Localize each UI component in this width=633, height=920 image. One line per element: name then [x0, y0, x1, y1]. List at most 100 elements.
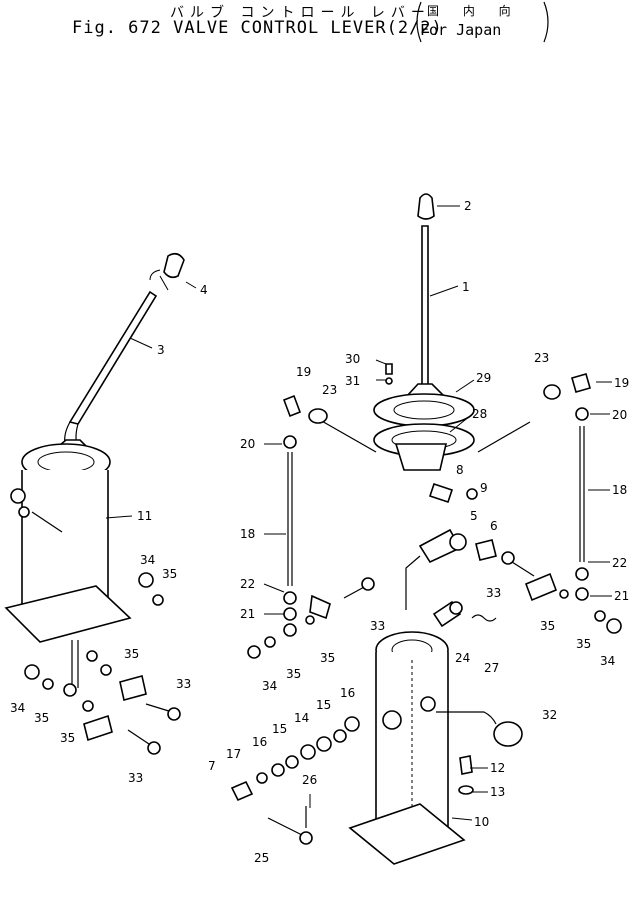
washer-13 [458, 785, 474, 795]
callout-19-left: 19 [296, 365, 311, 379]
callout-25: 25 [254, 851, 269, 865]
fitting-7 [230, 780, 254, 802]
callout-33-c: 33 [176, 677, 191, 691]
callout-6: 6 [490, 519, 498, 533]
callout-23-right: 23 [534, 351, 549, 365]
callout-34-b: 34 [600, 654, 615, 668]
figure-name: VALVE CONTROL LEVER(2/2) [173, 18, 443, 38]
plate-right [524, 572, 558, 602]
callout-35-f: 35 [286, 667, 301, 681]
washer-35-left-a [152, 594, 164, 606]
washer-23-left [308, 408, 328, 424]
center-lever-assembly [230, 193, 531, 865]
callout-11: 11 [137, 509, 152, 523]
callout-35-a: 35 [162, 567, 177, 581]
callout-27: 27 [484, 661, 499, 675]
washer-23-right [543, 384, 561, 400]
left-linkage [247, 394, 375, 659]
callout-15-b: 15 [272, 722, 287, 736]
leader-lines [105, 205, 612, 821]
callout-33-b: 33 [370, 619, 385, 633]
ball-joint-19-left [282, 394, 302, 418]
callout-1: 1 [462, 280, 470, 294]
left-lever-assembly [4, 252, 185, 755]
nut-20-right [575, 407, 589, 421]
callout-15-a: 15 [316, 698, 331, 712]
region-japanese: 国 内 向 [427, 4, 521, 18]
ball-joint-19-right [571, 373, 591, 393]
nut-22-right [575, 567, 589, 581]
callout-3: 3 [157, 343, 165, 357]
callout-34-c: 34 [262, 679, 277, 693]
callout-35-h: 35 [60, 731, 75, 745]
callout-19-right: 19 [614, 376, 629, 390]
callout-24: 24 [455, 651, 470, 665]
callout-labels: 2 1 3 4 11 29 28 30 31 19 23 23 19 20 20… [10, 199, 629, 865]
spring-27 [471, 614, 497, 622]
figure-number: Fig. 672 [72, 18, 162, 38]
knob-left [163, 252, 185, 279]
callout-2: 2 [464, 199, 472, 213]
callout-9: 9 [480, 481, 488, 495]
callout-35-e: 35 [124, 647, 139, 661]
plate-left-b [83, 714, 113, 742]
callout-35-d: 35 [576, 637, 591, 651]
callout-21-left: 21 [240, 607, 255, 621]
callout-7: 7 [208, 759, 216, 773]
callout-31: 31 [345, 374, 360, 388]
rod-18-right [579, 426, 585, 562]
collar-8 [428, 482, 454, 504]
callout-33-a: 33 [486, 586, 501, 600]
knob-center [417, 193, 435, 220]
callout-17: 17 [226, 747, 241, 761]
callout-20-left: 20 [240, 437, 255, 451]
callout-26: 26 [302, 773, 317, 787]
bushing-6 [475, 539, 497, 561]
nut-20-left [283, 435, 297, 449]
rod-18-left [287, 452, 293, 586]
callout-30: 30 [345, 352, 360, 366]
nut-34-right [606, 618, 622, 634]
callout-35-c: 35 [320, 651, 335, 665]
lever-rod-left [68, 290, 158, 425]
callout-23-left: 23 [322, 383, 337, 397]
figure-title: Fig. 672 VALVE CONTROL LEVER(2/2) [72, 18, 443, 38]
plate-center-left [309, 594, 331, 620]
callout-14: 14 [294, 711, 309, 725]
nut-34-left-a [138, 572, 154, 588]
callout-34-d: 34 [10, 701, 25, 715]
callout-18-right: 18 [612, 483, 627, 497]
pin-25 [299, 831, 313, 845]
base-plate-left [4, 585, 132, 643]
callout-8: 8 [456, 463, 464, 477]
ring-9 [466, 488, 478, 500]
callout-21-right: 21 [614, 589, 629, 603]
nut-34-center [247, 645, 261, 659]
plate-left-a [119, 675, 147, 701]
callout-18-left: 18 [240, 527, 255, 541]
callout-34-a: 34 [140, 553, 155, 567]
cap-32 [493, 721, 523, 747]
callout-5: 5 [470, 509, 478, 523]
callout-32: 32 [542, 708, 557, 722]
callout-16-a: 16 [340, 686, 355, 700]
boot-flange [373, 393, 475, 427]
callout-29: 29 [476, 371, 491, 385]
callout-22-right: 22 [612, 556, 627, 570]
base-plate-center [348, 803, 466, 865]
nut-22-left [283, 591, 297, 605]
callout-10: 10 [474, 815, 489, 829]
title-japanese: バルブ コントロール レバー [170, 5, 431, 21]
callout-12: 12 [490, 761, 505, 775]
callout-20-right: 20 [612, 408, 627, 422]
callout-22-left: 22 [240, 577, 255, 591]
callout-16-b: 16 [252, 735, 267, 749]
callout-4: 4 [200, 283, 208, 297]
nut-34-left-b [24, 664, 40, 680]
bolt-12 [459, 755, 473, 775]
callout-35-b: 35 [540, 619, 555, 633]
callout-35-g: 35 [34, 711, 49, 725]
region-bracket [416, 1, 549, 43]
